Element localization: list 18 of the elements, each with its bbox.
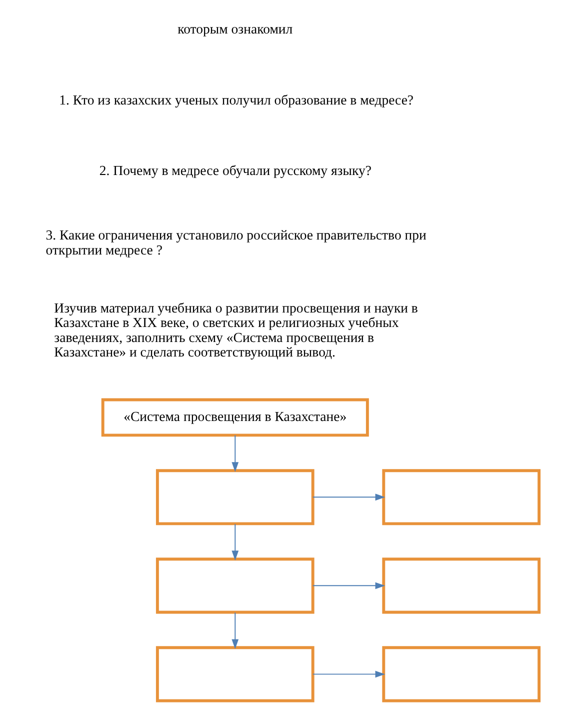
node-box — [382, 646, 540, 702]
label: 2. Почему в медресе обучали русскому языку? — [98, 163, 371, 178]
node-box — [155, 558, 314, 614]
arrow — [231, 434, 238, 472]
arrow — [312, 670, 385, 678]
label: Изучив материал учебника о развитии просвещения и науки в Казахстане в XIX веке, о светских и религиозных учебных заведениях, заполнить схему «Система просвещения в Казахстане» и сделать соответствующий вывод. — [54, 300, 418, 360]
label: которым ознакомил — [177, 22, 292, 37]
arrow — [312, 582, 385, 590]
node-box — [382, 558, 540, 614]
arrow — [231, 612, 238, 650]
node-box — [155, 646, 314, 702]
node-box — [155, 469, 314, 526]
node-box — [382, 469, 540, 526]
arrow — [312, 494, 385, 501]
label: 1. Кто из казахских ученых получил образование в медресе? — [58, 92, 414, 108]
label: 3. Какие ограничения установило российское правительство при открытии медресе ? — [45, 228, 426, 258]
arrow — [231, 524, 238, 561]
node-box: «Система просвещения в Казахстане» — [100, 398, 368, 437]
